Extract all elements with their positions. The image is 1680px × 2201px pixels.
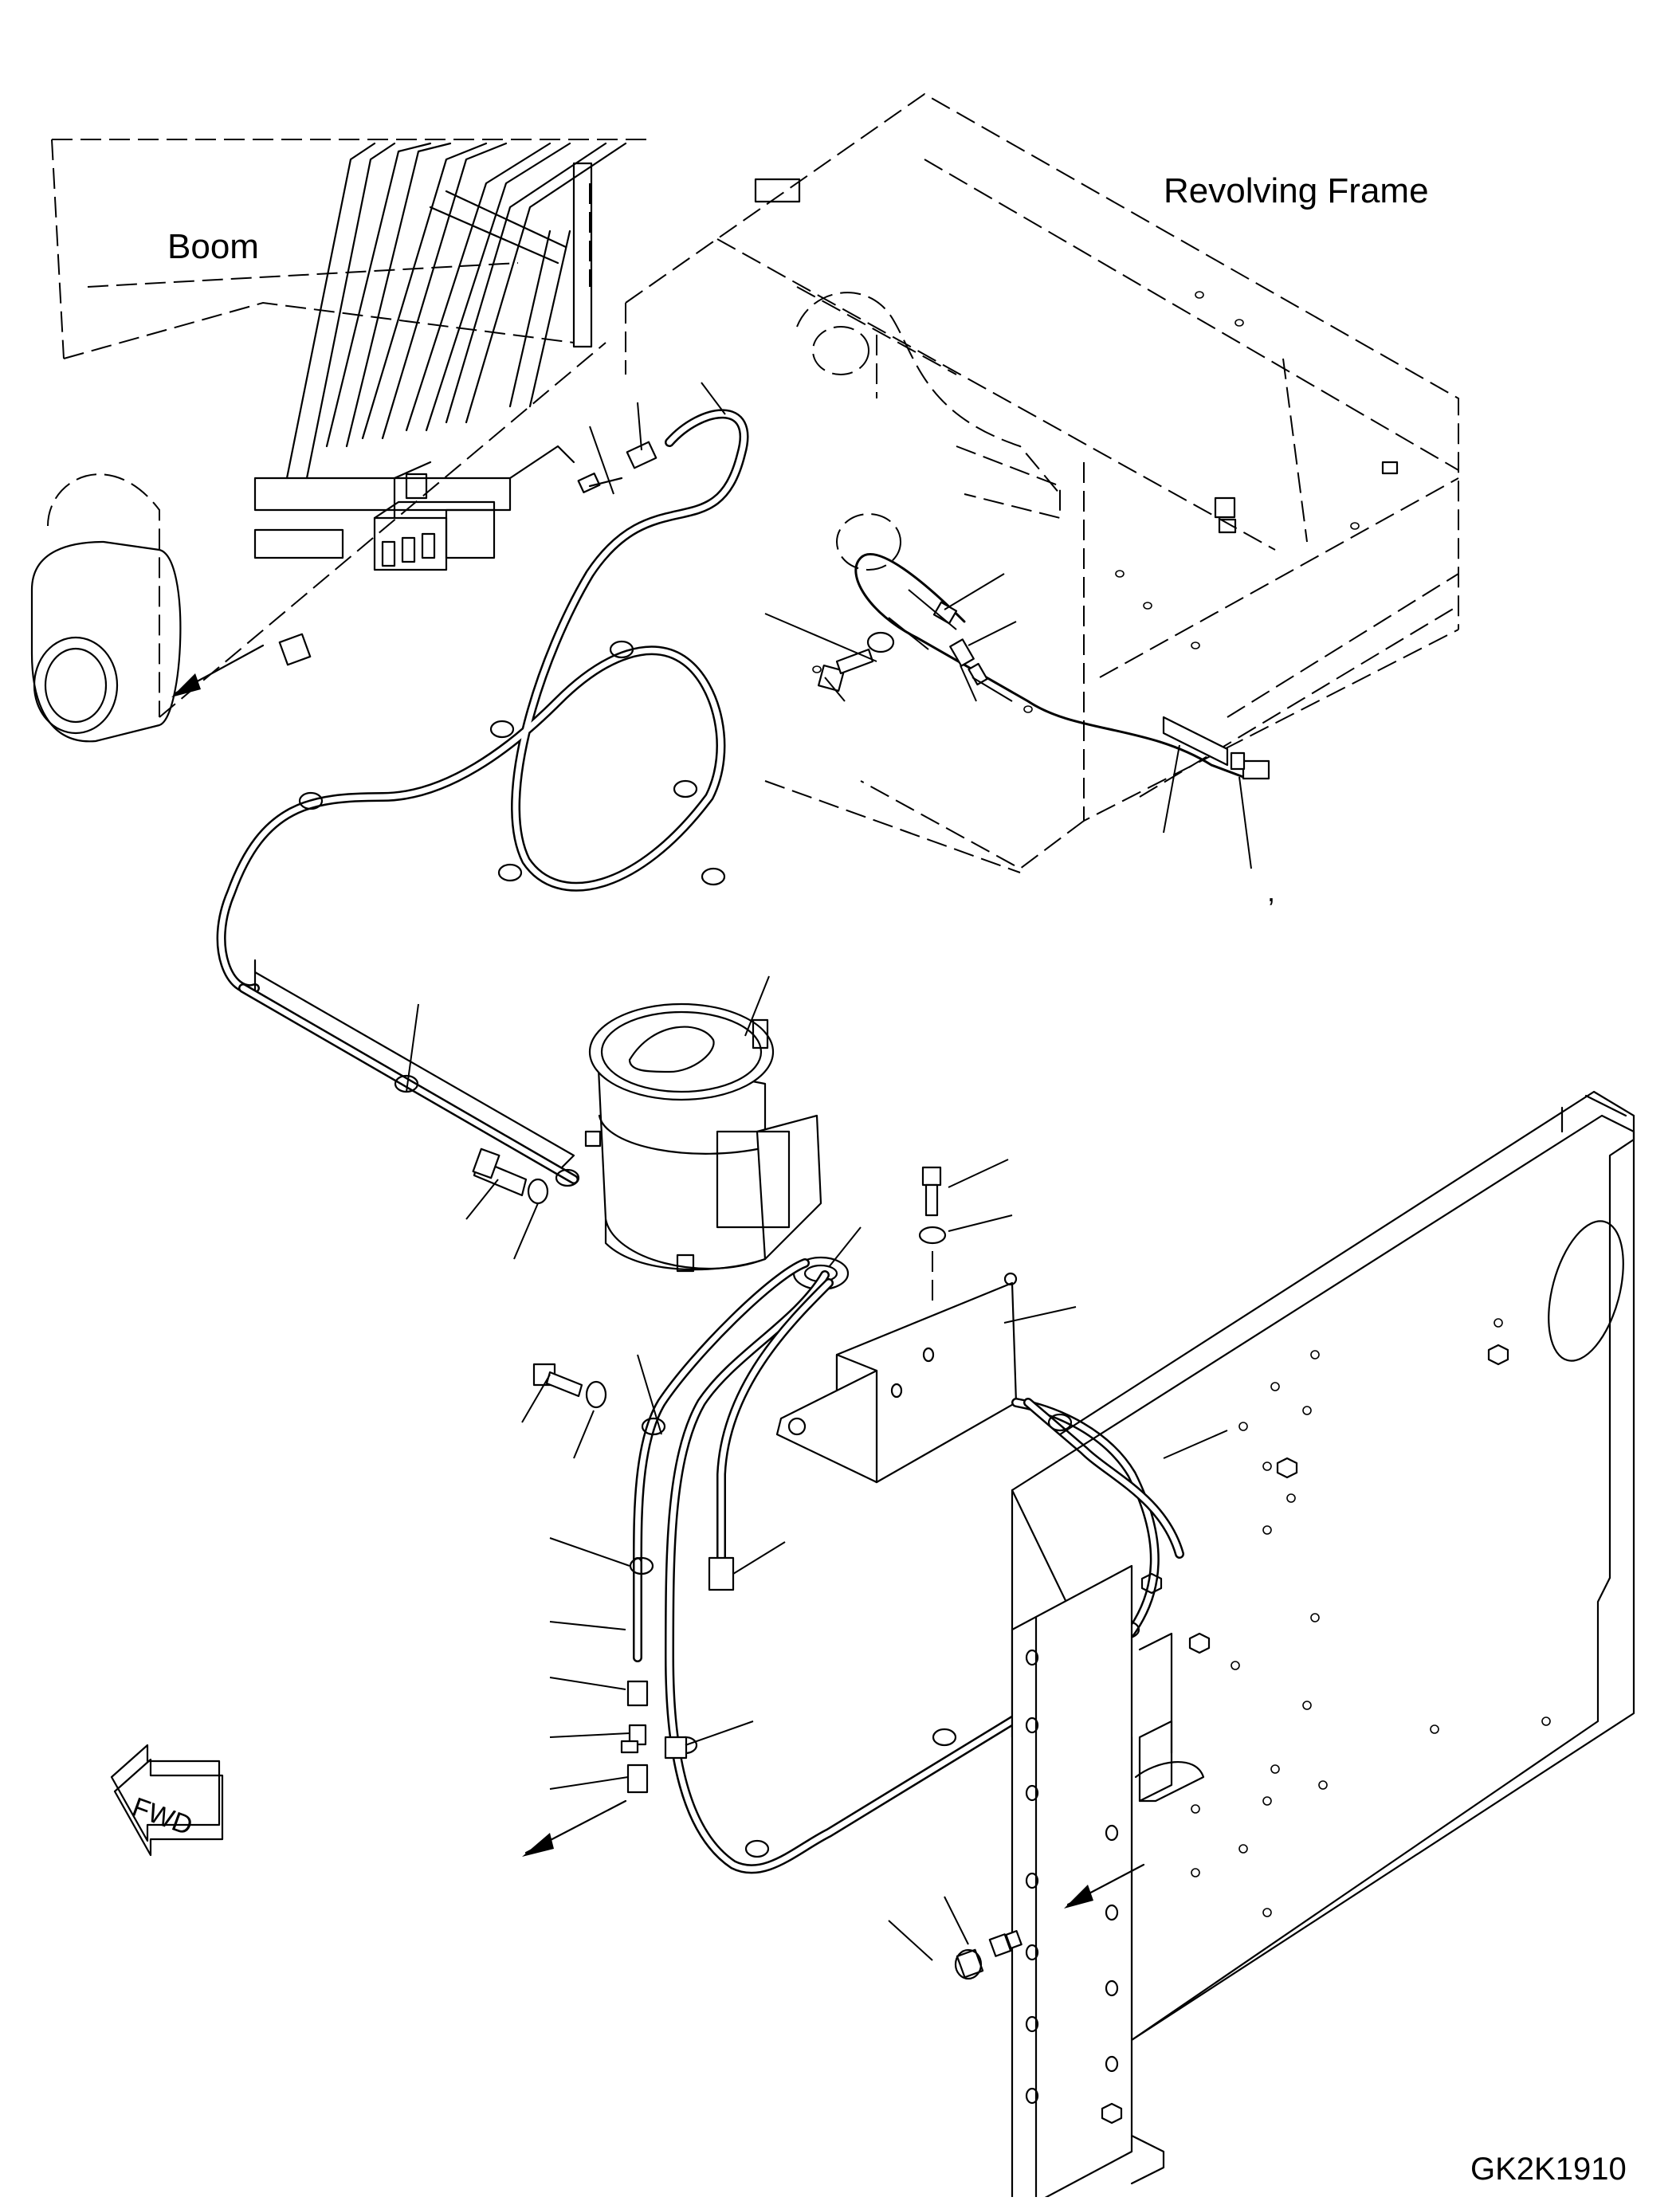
pump-output-hoses (629, 1258, 1121, 1874)
boom-label: Boom (167, 227, 259, 266)
grease-nipple-lower (954, 1930, 1023, 1980)
grease-hose-loop-upper (216, 409, 749, 995)
bolt-washer-pump-left (472, 1148, 549, 1205)
side-panel (1011, 1090, 1635, 2201)
bolt-washer-upper (817, 631, 895, 692)
hose-end-fittings-left (620, 1680, 688, 1794)
boom-hydraulic-pipes (253, 142, 627, 559)
boom-pin-boss (30, 540, 182, 743)
boom-foot-bracket (796, 292, 1061, 571)
hose-fitting-upper (577, 441, 657, 493)
revolving-frame-outline (625, 92, 1459, 873)
pump-supply-pipe (238, 959, 580, 1187)
fwd-direction-symbol: FWD (110, 1744, 224, 1857)
stray-mark: , (1267, 875, 1276, 908)
pump-harness-right (1011, 1398, 1184, 1646)
revolving-frame-label: Revolving Frame (1164, 171, 1429, 210)
drawing-code: GK2K1910 (1470, 2152, 1627, 2187)
bolt-washer-lower-left (532, 1363, 607, 1409)
callout-leaders (406, 382, 1252, 1961)
sensor-cable-frame (854, 553, 1270, 780)
boom-outline (47, 139, 654, 718)
grease-distributor-block (373, 461, 496, 571)
pump-bracket (775, 1272, 1018, 1484)
frame-details (278, 178, 1399, 713)
flow-arrows (171, 644, 1145, 1909)
bolt-washer-bracket (918, 1166, 947, 1307)
grease-pump (584, 1002, 822, 1273)
